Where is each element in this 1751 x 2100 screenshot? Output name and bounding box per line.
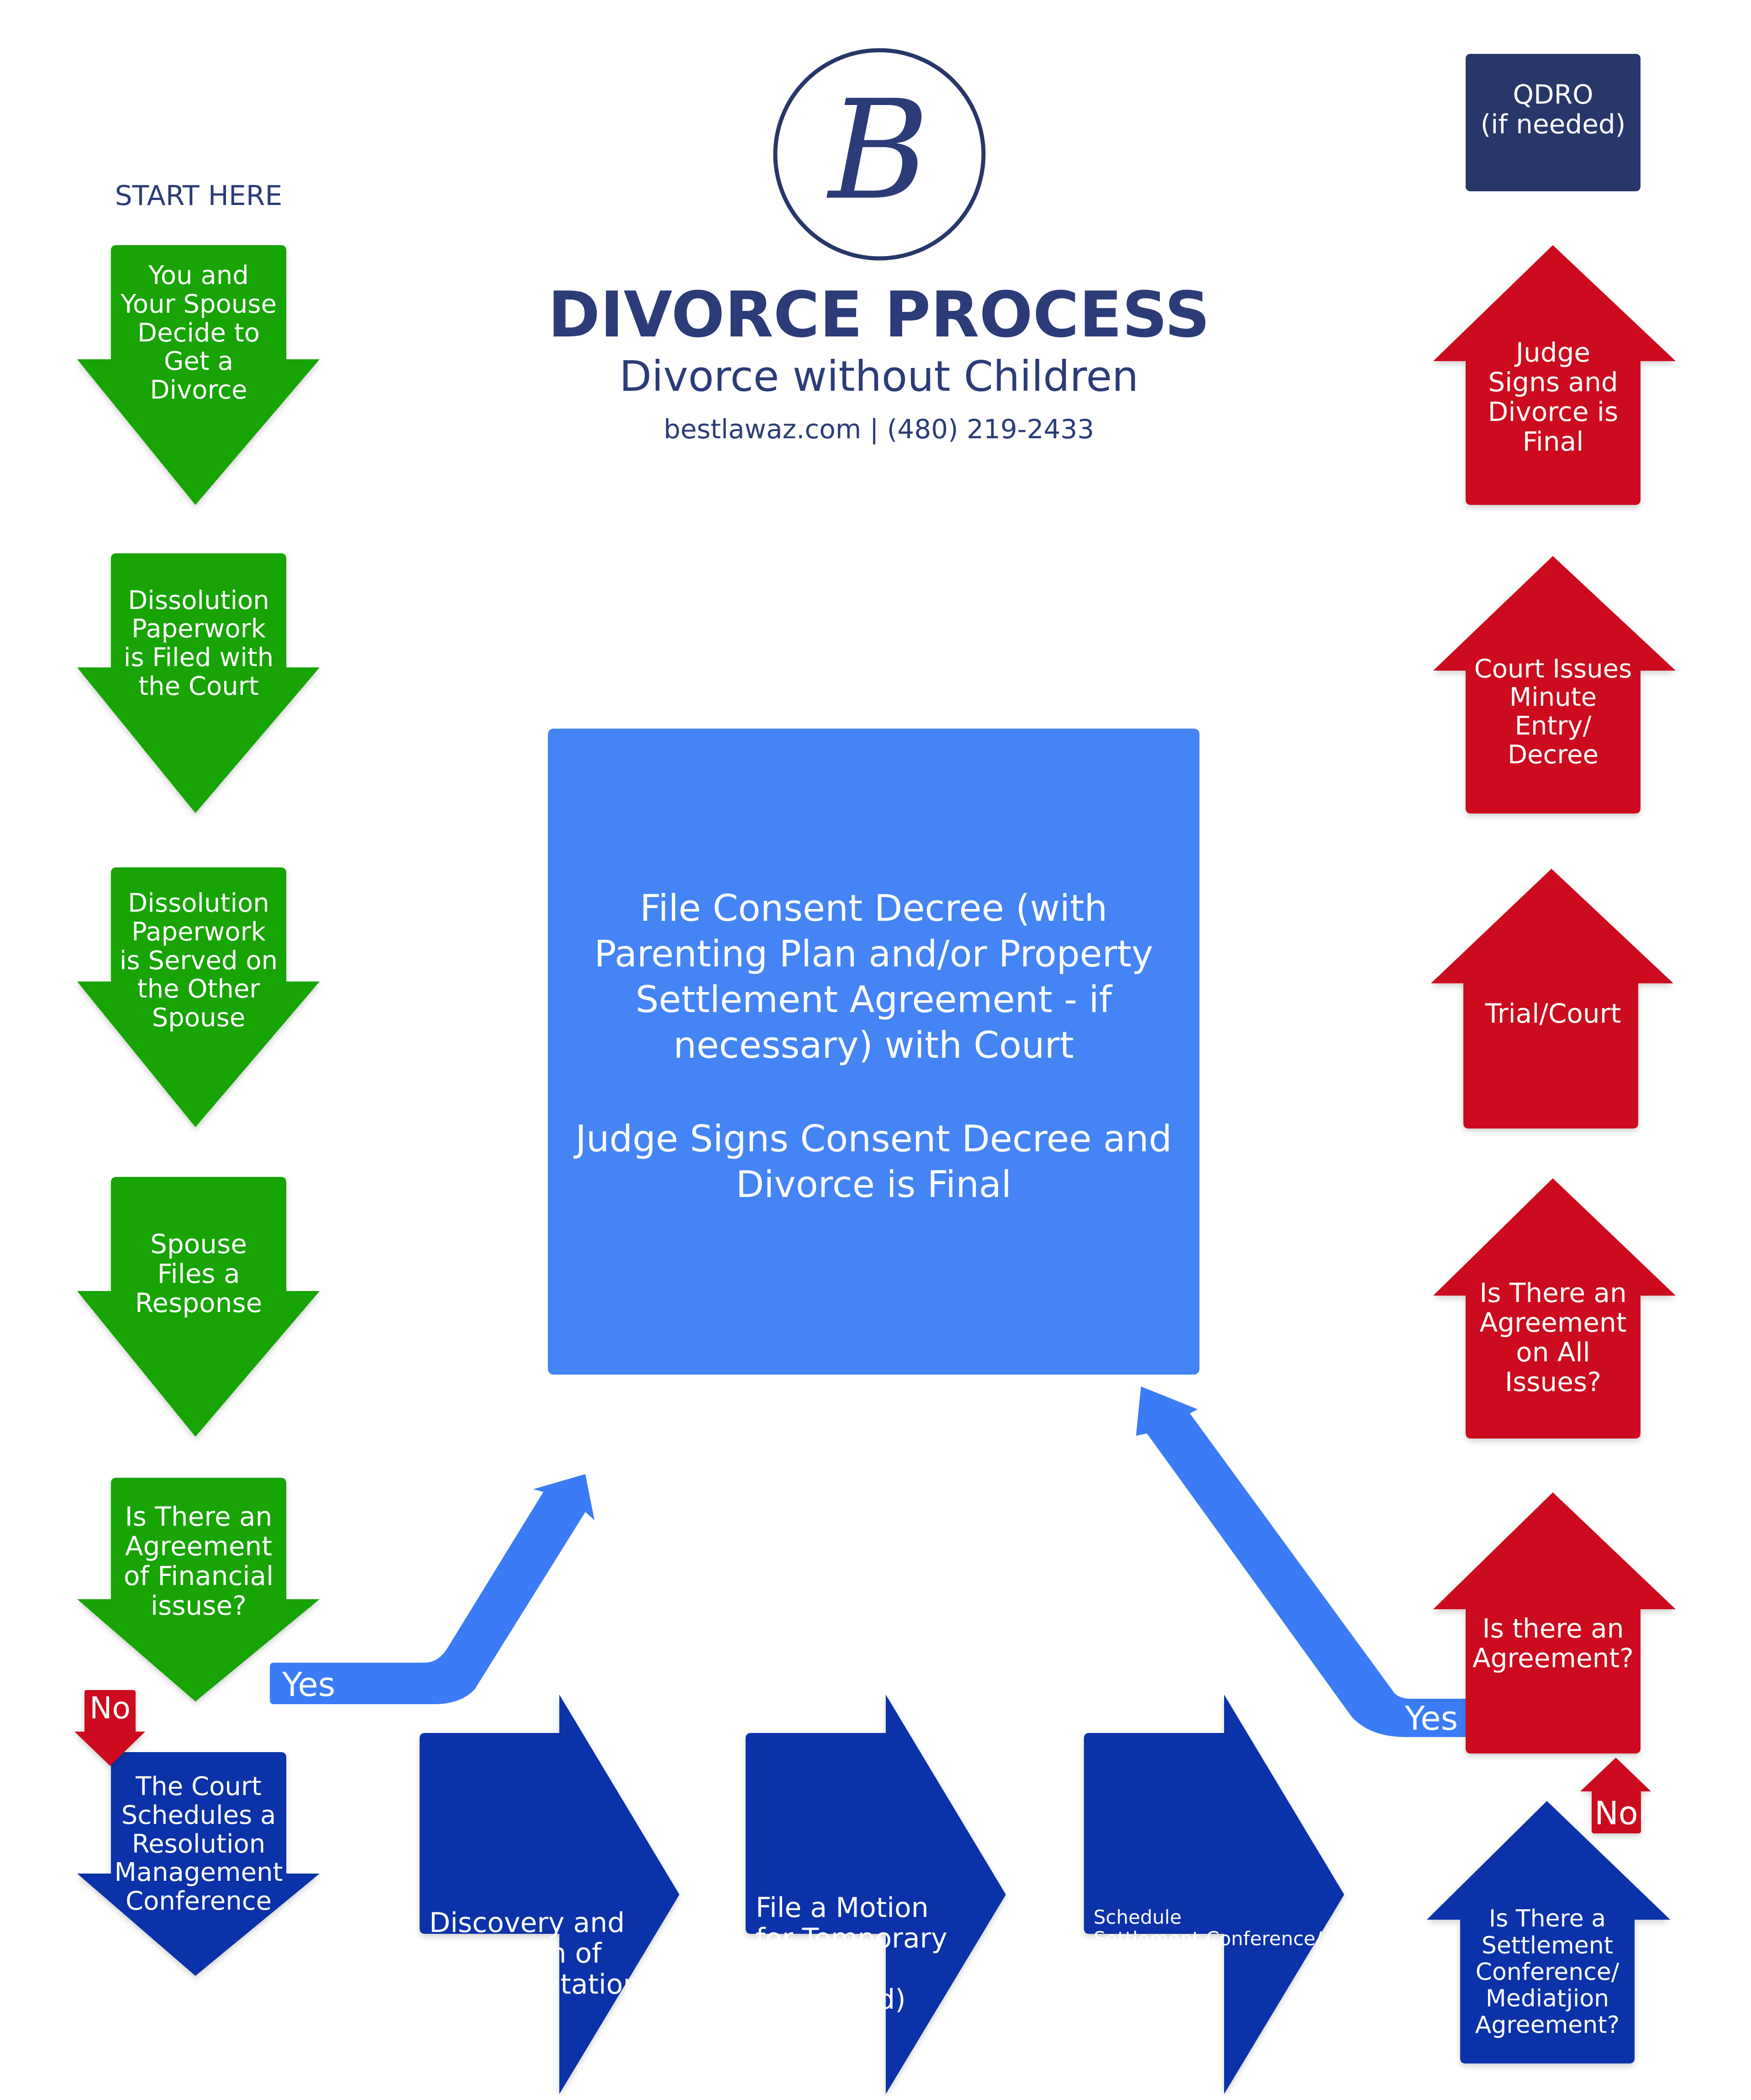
- step-spouse-response: Spouse Files a Response: [135, 1228, 263, 1319]
- arrow-motion-shape: [746, 1695, 1006, 2094]
- logo-ring: [773, 48, 986, 261]
- qdro-box-shape: [1466, 54, 1641, 191]
- decision-is-there-agreement: Is there an Agreement?: [1472, 1613, 1634, 1674]
- start-here-label: START HERE: [115, 180, 283, 212]
- branch-no-left: No: [89, 1690, 131, 1726]
- page-title: DIVORCE PROCESS: [547, 278, 1210, 352]
- yes-right-arrow-shape: [1136, 1386, 1470, 1737]
- arrow-step-5-shape: [77, 1478, 320, 1701]
- step-trial-court: Trial/Court: [1485, 997, 1621, 1029]
- step-judge-signs-final: Judge Signs and Divorce is Final: [1488, 337, 1619, 457]
- step-paperwork-filed: Dissolution Paperwork is Filed with the …: [123, 585, 274, 701]
- step-paperwork-served: Dissolution Paperwork is Served on the O…: [119, 888, 278, 1033]
- step-decide-divorce: You and Your Spouse Decide to Get a Divo…: [121, 261, 277, 405]
- logo-emblem: [773, 48, 986, 261]
- arrow-court-issues-shape: [1433, 556, 1676, 814]
- step-qdro: QDRO (if needed): [1480, 79, 1626, 140]
- step-schedule-settlement: Schedule Settlement Conference/ Mediaton…: [1094, 1906, 1322, 1993]
- no-down-arrow-shape: [74, 1690, 145, 1766]
- arrow-step-1-shape: [77, 245, 320, 505]
- branch-no-right: No: [1594, 1795, 1638, 1832]
- arrow-schedule-settlement-shape: [1084, 1695, 1344, 2094]
- branch-yes-left: Yes: [282, 1665, 336, 1704]
- step-resolution-conference: The Court Schedules a Resolution Managem…: [114, 1772, 283, 1916]
- arrow-judge-signs-shape: [1433, 245, 1676, 505]
- yes-left-arrow-shape: [270, 1474, 594, 1704]
- arrow-step-3-shape: [77, 867, 320, 1127]
- step-temporary-orders: File a Motion for Temporary Orders (if n…: [756, 1891, 947, 2016]
- decision-financial-agreement: Is There an Agreement of Financial issus…: [123, 1501, 274, 1621]
- branch-yes-right: Yes: [1404, 1699, 1458, 1738]
- logo-letter: B: [828, 71, 930, 230]
- decision-agreement-all-issues: Is There an Agreement on All Issues?: [1479, 1277, 1627, 1397]
- center-box-paragraph-2: Judge Signs Consent Decree and Divorce i…: [575, 1118, 1172, 1206]
- arrow-step-6-shape: [77, 1752, 320, 1976]
- arrow-settlement-agreement-shape: [1427, 1801, 1670, 2063]
- step-discovery: Discovery and Disolution of Documentatio…: [429, 1907, 641, 2000]
- arrow-trial-court-shape: [1431, 869, 1673, 1129]
- arrow-discovery-shape: [420, 1695, 679, 2094]
- contact-info: bestlawaz.com | (480) 219-2433: [663, 413, 1094, 445]
- arrow-step-2-shape: [77, 553, 320, 813]
- no-up-arrow-shape: [1580, 1758, 1651, 1833]
- arrow-agreement-all-issues-shape: [1433, 1178, 1676, 1438]
- center-box-paragraph-1: File Consent Decree (with Parenting Plan…: [594, 887, 1153, 1066]
- arrow-step-4-shape: [77, 1177, 320, 1437]
- center-box-shape: [548, 729, 1199, 1375]
- arrow-is-there-agreement-shape: [1433, 1492, 1676, 1754]
- decision-settlement-agreement: Is There a Settlement Conference/ Mediat…: [1475, 1905, 1620, 2039]
- step-court-issues-decree: Court Issues Minute Entry/ Decree: [1474, 654, 1632, 770]
- page-subtitle: Divorce without Children: [619, 352, 1139, 401]
